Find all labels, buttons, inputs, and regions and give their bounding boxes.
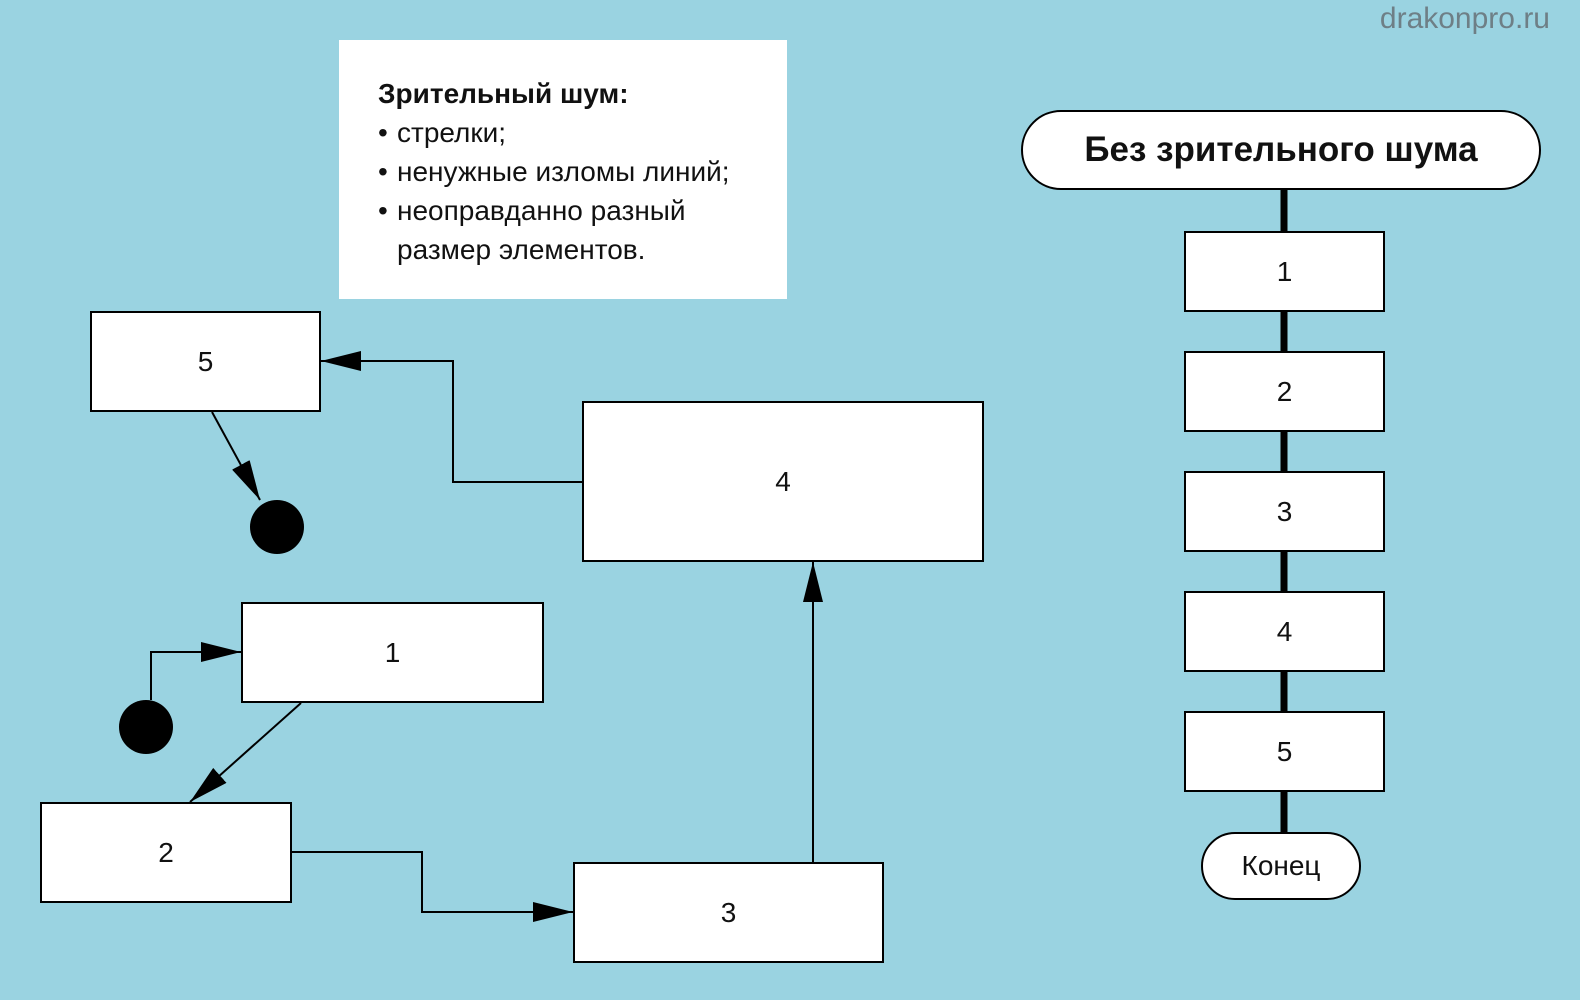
arrow-5-to-end (211, 411, 261, 501)
clean-title: Без зрительного шума (1021, 110, 1541, 190)
note-item: • ненужные изломы линий; (378, 152, 787, 191)
arrow-4-to-5 (321, 351, 584, 483)
noise-note: Зрительный шум: • стрелки; • ненужные из… (339, 40, 787, 299)
end-dot (250, 500, 304, 554)
noisy-box-5: 5 (90, 311, 321, 412)
noisy-box-4: 4 (582, 401, 984, 562)
arrow-2-to-3 (292, 851, 573, 922)
arrow-1-to-2 (189, 702, 302, 803)
note-item: • неоправданно разный размер элементов. (378, 191, 727, 269)
note-item-text: ненужные изломы линий; (397, 156, 730, 187)
note-item-text: стрелки; (397, 117, 507, 148)
clean-step-3: 3 (1184, 471, 1385, 552)
clean-step-1: 1 (1184, 231, 1385, 312)
clean-step-4: 4 (1184, 591, 1385, 672)
arrow-start-to-1 (150, 642, 241, 700)
bullet-icon: • (378, 156, 388, 187)
site-watermark: drakonpro.ru (1379, 2, 1550, 35)
clean-step-5: 5 (1184, 711, 1385, 792)
noisy-box-2: 2 (40, 802, 292, 903)
bullet-icon: • (378, 195, 388, 226)
note-item: • стрелки; (378, 113, 787, 152)
note-heading: Зрительный шум: (378, 78, 629, 109)
noisy-box-3: 3 (573, 862, 884, 963)
bullet-icon: • (378, 117, 388, 148)
clean-step-2: 2 (1184, 351, 1385, 432)
start-dot (119, 700, 173, 754)
clean-end: Конец (1201, 832, 1361, 900)
noisy-box-1: 1 (241, 602, 544, 703)
note-item-text: неоправданно разный размер элементов. (397, 195, 686, 265)
